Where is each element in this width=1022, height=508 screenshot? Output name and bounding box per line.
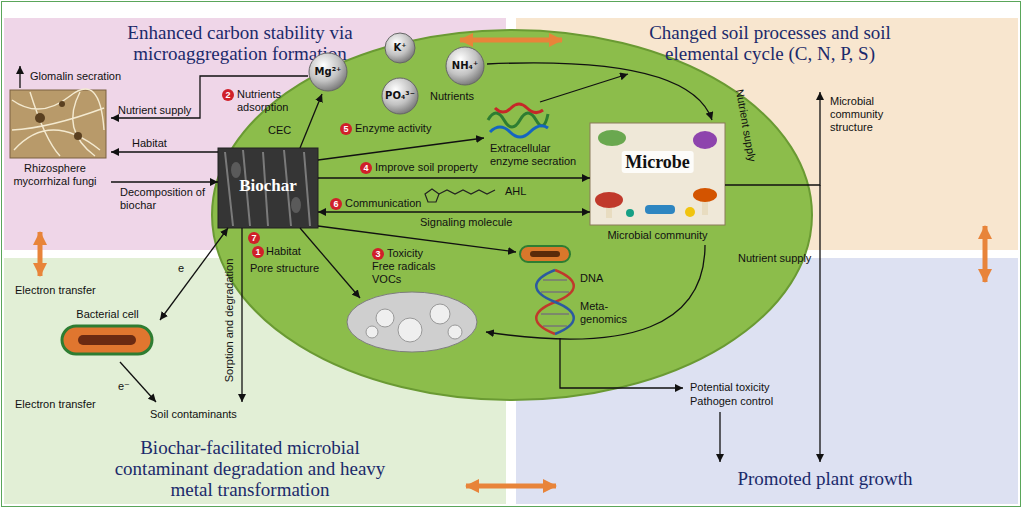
rotated-label: Sorption and degradation (223, 258, 236, 382)
annotation-label: Microbial community structure (830, 95, 896, 134)
process-arrow (318, 211, 590, 212)
callout-number: 5 (340, 123, 352, 135)
ion-circle: K⁺ (384, 32, 416, 64)
process-arrow (111, 151, 218, 152)
node-label: Microbe (621, 151, 694, 173)
callout-number: 1 (252, 246, 264, 258)
process-arrow (111, 181, 218, 182)
annotation-label: Soil contaminants (150, 408, 237, 421)
callout-number: 7 (248, 232, 260, 244)
panel-title: Changed soil processes and soil elementa… (635, 22, 905, 64)
annotation-label: Extracellular enzyme secration (490, 142, 586, 168)
bacterial-cell-picture (62, 326, 152, 354)
annotation-label: Pore structure (250, 262, 319, 275)
ion-label: K⁺ (393, 42, 406, 54)
ion-circle: Mg²⁺ (308, 52, 348, 92)
microbe-picture (590, 123, 725, 225)
annotation-label: e (178, 262, 184, 275)
panel-title: Biochar-facilitated microbial contaminan… (100, 437, 400, 500)
process-arrows (20, 63, 820, 462)
ion-label: Mg²⁺ (315, 66, 342, 78)
annotation-label: Nutrient supply (738, 252, 811, 265)
annotation-label: Glomalin secration (30, 70, 121, 83)
central-circle (212, 30, 812, 400)
process-arrow (160, 228, 228, 320)
annotation-label: Electron transfer (15, 398, 96, 411)
panel-title: Promoted plant growth (715, 468, 935, 489)
enzyme-picture (488, 104, 548, 137)
relation-arrow (38, 232, 43, 276)
annotation-label: Potential toxicity (690, 381, 769, 394)
ion-circle: NH₄⁺ (445, 46, 485, 86)
annotation-label: Enzyme activity (355, 122, 431, 135)
toxic-bacterium (520, 246, 570, 262)
annotation-label: Pathogen control (690, 395, 773, 408)
edge-label: Nutrient supply (118, 104, 191, 117)
node-label: Rhizosphere mycorrhizal fungi (5, 162, 105, 188)
process-arrow (318, 177, 590, 178)
annotation-label: DNA (580, 272, 603, 285)
annotation-label: Nutrients adsorption (237, 88, 299, 114)
annotation-label: e⁻ (118, 380, 130, 393)
ion-label: PO₄³⁻ (385, 90, 415, 102)
node-label: Microbial community (607, 229, 707, 242)
relation-arrow (460, 38, 562, 43)
edge-label: Habitat (132, 137, 167, 150)
annotation-label: Nutrients (430, 90, 474, 103)
ion-circle: PO₄³⁻ (381, 77, 419, 115)
annotation-label: Free radicals (372, 260, 436, 273)
fungi-image-box: Rhizosphere mycorrhizal fungi (5, 88, 111, 190)
annotation-label: VOCs (372, 273, 401, 286)
annotation-label: Signaling molecule (420, 216, 512, 229)
relation-arrow (466, 484, 556, 489)
callout-number: 3 (372, 248, 384, 260)
annotation-label: Electron transfer (15, 284, 96, 297)
fungi-picture (10, 89, 106, 158)
annotation-label: CEC (268, 124, 291, 137)
callout-number: 6 (330, 198, 342, 210)
annotation-label: AHL (505, 185, 526, 198)
biochar-image-box: Biochar (218, 148, 318, 228)
edge-label: Decomposition of biochar (120, 186, 212, 212)
annotation-label: Habitat (266, 245, 301, 258)
ion-label: NH₄⁺ (452, 60, 478, 72)
annotation-label: Toxicity (387, 247, 423, 260)
biochar-picture (218, 148, 318, 228)
pore-structure-picture (347, 292, 477, 352)
node-label: Bacterial cell (76, 308, 138, 321)
dna-helix (536, 270, 574, 334)
annotation-label: Meta-genomics (580, 300, 630, 326)
edge-label: Improve soil property (375, 161, 478, 174)
callout-number: 2 (222, 89, 234, 101)
edge-label: Communication (345, 197, 421, 210)
microbe-image-box: MicrobeMicrobial community (590, 123, 725, 245)
callout-number: 4 (360, 162, 372, 174)
node-label: Biochar (239, 176, 297, 196)
ahl-molecule (425, 189, 495, 202)
relation-arrow (983, 226, 988, 282)
quadrant-panel: Changed soil processes and soil elementa… (516, 18, 1018, 250)
process-arrow (111, 76, 308, 118)
bacterial-cell-box: Bacterial cell (55, 308, 160, 362)
